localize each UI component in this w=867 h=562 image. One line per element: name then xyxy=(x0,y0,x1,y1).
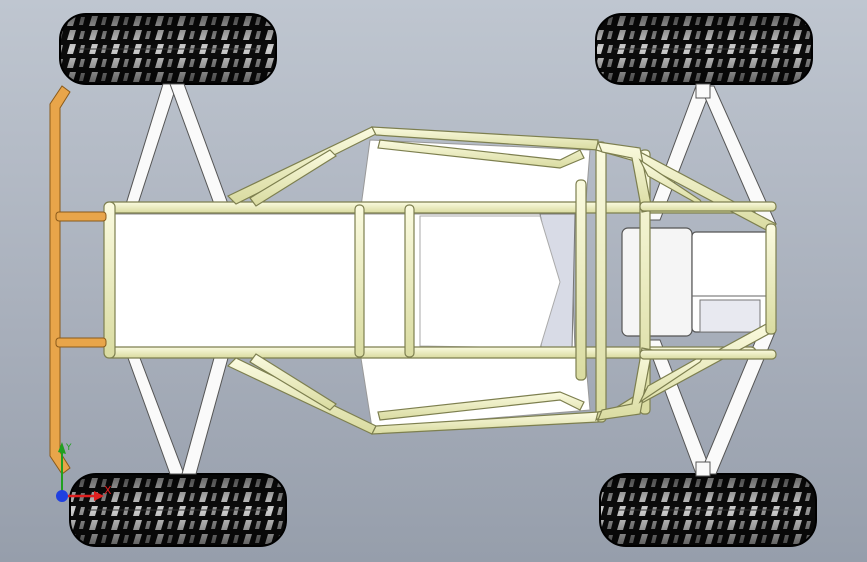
floor-panel[interactable] xyxy=(114,139,591,429)
wheel-rear-left[interactable] xyxy=(595,13,813,85)
z-axis-dot xyxy=(56,490,68,502)
x-axis-label: X xyxy=(104,484,112,497)
tube-frame[interactable] xyxy=(103,126,777,435)
triad-axes: X Y xyxy=(56,442,112,502)
x-axis-arrow xyxy=(94,491,104,501)
y-axis-label: Y xyxy=(65,443,72,453)
coordinate-triad: X Y xyxy=(48,440,118,510)
wheel-front-left[interactable] xyxy=(59,13,277,85)
wheel-rear-right[interactable] xyxy=(599,473,817,547)
y-axis-arrow xyxy=(58,442,66,454)
steering-linkage[interactable] xyxy=(49,85,107,475)
